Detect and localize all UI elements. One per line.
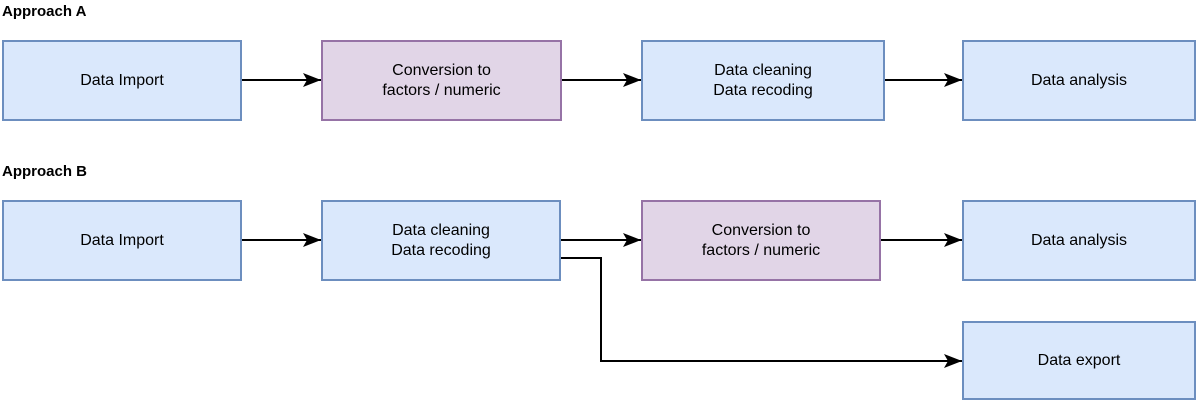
node-label-line: Data Import xyxy=(80,231,164,249)
node-b-data-analysis: Data analysis xyxy=(962,200,1196,281)
node-a-cleaning-recoding: Data cleaning Data recoding xyxy=(641,40,885,121)
approach-a-title: Approach A xyxy=(2,3,87,20)
node-label-line: Data cleaning xyxy=(392,221,490,239)
node-label-line: Data analysis xyxy=(1030,71,1128,89)
node-label-line: factors / numeric xyxy=(701,241,821,259)
node-b-data-import: Data Import xyxy=(2,200,242,281)
node-label-line: Data recoding xyxy=(391,241,491,259)
node-label-line: Data analysis xyxy=(1030,231,1128,249)
node-label-line: factors / numeric xyxy=(382,81,501,99)
node-a-conversion: Conversion to factors / numeric xyxy=(321,40,562,121)
node-label-line: Data recoding xyxy=(713,81,813,99)
node-b-cleaning-recoding: Data cleaning Data recoding xyxy=(321,200,561,281)
node-a-data-import: Data Import xyxy=(2,40,242,121)
node-label-line: Data Import xyxy=(80,71,164,89)
node-b-data-export: Data export xyxy=(962,321,1196,400)
node-label-line: Data export xyxy=(1037,351,1121,369)
node-label-line: Conversion to xyxy=(711,221,811,239)
node-a-data-analysis: Data analysis xyxy=(962,40,1196,121)
node-label-line: Conversion to xyxy=(392,61,491,79)
node-label-line: Data cleaning xyxy=(714,61,812,79)
node-b-conversion: Conversion to factors / numeric xyxy=(641,200,881,281)
arrow-b-cleaning-to-export xyxy=(561,257,962,368)
approach-b-title: Approach B xyxy=(2,163,88,180)
